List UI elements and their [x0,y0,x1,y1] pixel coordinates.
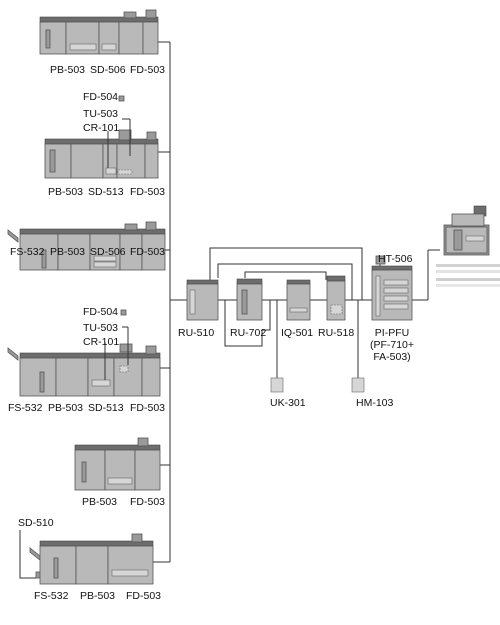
iq-501-label: IQ-501 [281,327,314,339]
config-4-label-fd503: FD-503 [130,402,166,414]
config-1-machine[interactable] [39,9,159,55]
config-2-option-tu503: TU-503 [83,108,119,120]
ru-518-label: RU-518 [318,327,355,339]
config-3-label-fs532: FS-532 [10,246,45,258]
main-body-blur-lines [436,264,500,287]
pi-pfu-unit[interactable] [371,265,413,321]
config-4-option-cr101: CR-101 [83,336,120,348]
config-6-machine[interactable] [29,533,154,585]
pi-pfu-label-line2: (PF-710+ [369,339,415,351]
config-4-option-tu503: TU-503 [83,322,119,334]
config-3-label-pb503: PB-503 [50,246,86,258]
config-6-option-sd510: SD-510 [18,517,54,529]
config-6-label-fs532: FS-532 [34,590,69,602]
config-2-option-fd504: FD-504 [83,91,119,103]
config-2-machine[interactable] [44,95,159,179]
config-3-machine[interactable] [7,221,166,271]
config-4-option-fd504: FD-504 [83,306,119,318]
ru-518-unit[interactable] [326,275,346,321]
pi-pfu-label: PI-PFU [374,327,410,339]
config-2-label-fd503: FD-503 [130,186,166,198]
ht-506-label: HT-506 [378,253,413,265]
config-6-label-pb503: PB-503 [80,590,116,602]
config-6-option-leaders [19,530,36,579]
uk-301-unit[interactable] [270,377,284,393]
uk-301-label: UK-301 [270,397,306,409]
config-1-label-pb503: PB-503 [50,64,86,76]
config-3-label-fd503: FD-503 [130,246,166,258]
config-4-machine[interactable] [7,309,161,397]
ht-506-unit[interactable] [375,255,386,265]
config-4-label-pb503: PB-503 [48,402,84,414]
config-4-label-fs532: FS-532 [8,402,43,414]
config-1-label-sd506: SD-506 [90,64,126,76]
config-2-option-leaders [107,118,131,168]
config-1-label-fd503: FD-503 [130,64,166,76]
config-2-label-pb503: PB-503 [48,186,84,198]
config-6-label-fd503: FD-503 [126,590,162,602]
config-5-label-fd503: FD-503 [130,496,166,508]
hm-103-unit[interactable] [351,377,365,393]
config-2-label-sd513: SD-513 [88,186,124,198]
hm-103-label: HM-103 [356,397,394,409]
config-3-label-sd506: SD-506 [90,246,126,258]
iq-501-unit[interactable] [286,279,311,321]
ru-510-label: RU-510 [178,327,215,339]
config-2-option-cr101: CR-101 [83,122,120,134]
config-4-option-leaders [104,326,129,380]
pi-pfu-label-line3: FA-503) [373,351,411,363]
ru-702-label: RU-702 [230,327,267,339]
config-4-label-sd513: SD-513 [88,402,124,414]
config-5-label-pb503: PB-503 [82,496,118,508]
config-5-machine[interactable] [74,437,161,491]
ru-702-unit[interactable] [236,278,263,321]
ru-510-unit[interactable] [186,279,219,321]
main-body-printer[interactable] [443,205,490,256]
